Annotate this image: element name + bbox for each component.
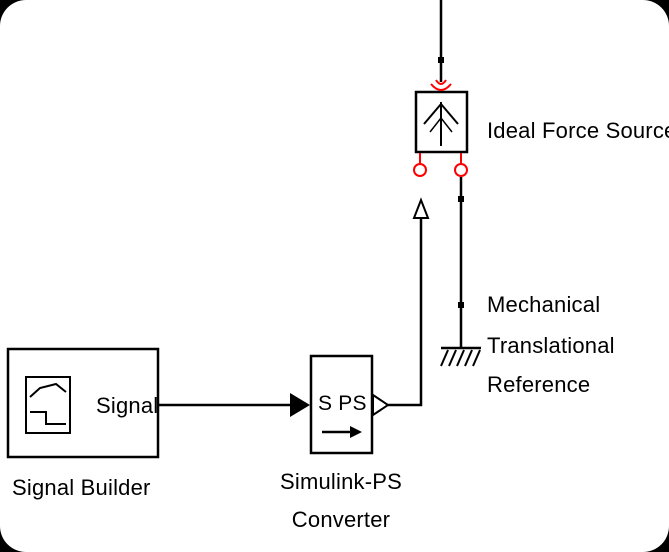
connection-node-reference — [458, 302, 464, 308]
force-source-port-top — [430, 83, 452, 91]
connection-node-mid — [458, 196, 464, 202]
force-source-port-left — [413, 163, 427, 177]
force-source-arrow-head — [423, 102, 459, 125]
force-input-arrowhead — [412, 197, 430, 219]
ideal-force-source-block[interactable] — [414, 90, 469, 154]
physical-connection-input[interactable] — [388, 218, 423, 407]
connection-node-top — [438, 57, 444, 63]
converter-icon-text: S PS — [318, 392, 367, 415]
converter-label-line1: Simulink-PS — [279, 469, 402, 494]
converter-output-port — [372, 393, 390, 417]
reference-label-line1: Mechanical — [487, 292, 601, 317]
signal-builder-waveform-lower — [30, 411, 66, 425]
signal-port-label: Signal — [96, 393, 159, 418]
reference-label-line2: Translational — [487, 333, 615, 358]
signal-arrowhead — [290, 393, 310, 417]
signal-builder-label: Signal Builder — [12, 475, 151, 500]
signal-builder-block[interactable] — [6, 347, 160, 459]
mechanical-reference-block[interactable] — [440, 346, 481, 367]
force-source-port-right — [454, 163, 468, 177]
force-source-port-top-inner — [435, 79, 447, 85]
signal-builder-waveform-upper — [29, 382, 67, 398]
converter-arrow-head — [350, 426, 362, 438]
reference-label-line3: Reference — [487, 372, 591, 397]
force-source-label: Ideal Force Source — [487, 118, 669, 143]
converter-label-line2: Converter — [291, 507, 391, 532]
force-source-arrow-head-inner — [429, 116, 453, 133]
